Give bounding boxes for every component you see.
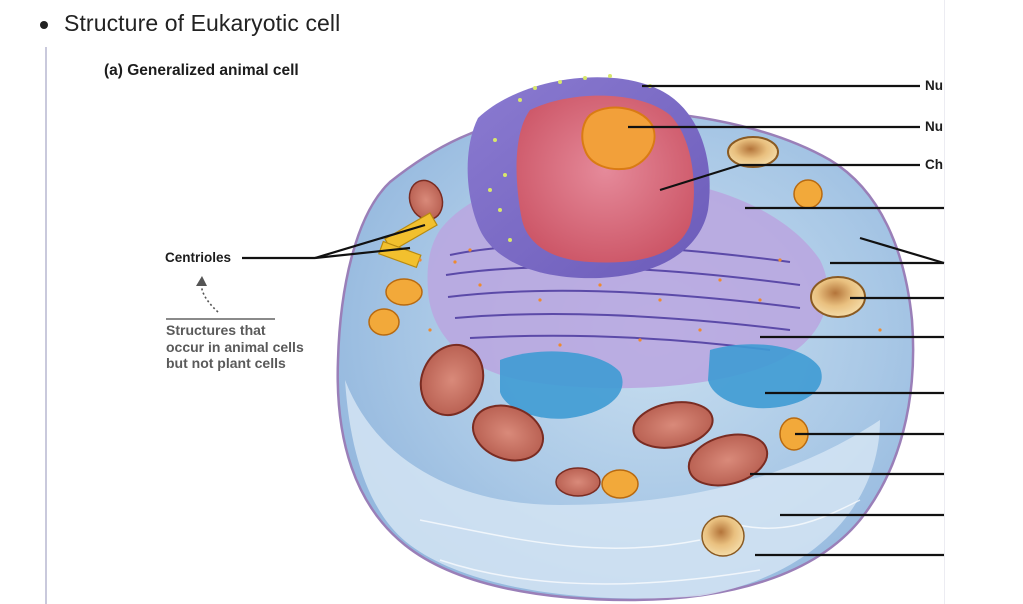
section-heading: Structure of Eukaryotic cell — [64, 10, 341, 36]
callout-label: Nu — [925, 78, 943, 93]
bullet-icon — [40, 20, 48, 29]
leader-lines — [242, 84, 945, 557]
peroxisome — [601, 469, 639, 499]
callout-label: Nu — [925, 119, 943, 134]
mitochondrion — [632, 401, 714, 449]
note-rule — [166, 318, 275, 320]
indent-rule — [45, 47, 47, 604]
centrioles-label: Centrioles — [165, 250, 232, 265]
nucleolus — [581, 106, 656, 170]
dotted-arrow — [200, 281, 219, 313]
mitochondrion — [419, 343, 485, 417]
peroxisome — [793, 179, 823, 209]
centrioles — [378, 212, 438, 269]
vesicle — [727, 136, 779, 168]
peroxisome — [368, 308, 400, 336]
mitochondrion — [687, 433, 769, 487]
section-heading-row: Structure of Eukaryotic cell — [40, 10, 340, 37]
arrow-head-icon — [196, 276, 207, 286]
callout-label: Ch — [925, 157, 943, 172]
ribosomes — [418, 248, 882, 347]
cell-front-face — [345, 380, 880, 599]
nuclear-pores — [488, 74, 652, 242]
mitochondrion — [472, 404, 544, 462]
golgi-apparatus-left — [500, 351, 623, 419]
peroxisome — [385, 278, 423, 306]
animal-only-note: Structures that occur in animal cells bu… — [166, 322, 304, 371]
mitochondrion — [555, 467, 601, 497]
figure-subtitle: (a) Generalized animal cell — [104, 62, 299, 79]
vesicle — [701, 515, 745, 557]
content-edge-rule — [944, 0, 945, 604]
